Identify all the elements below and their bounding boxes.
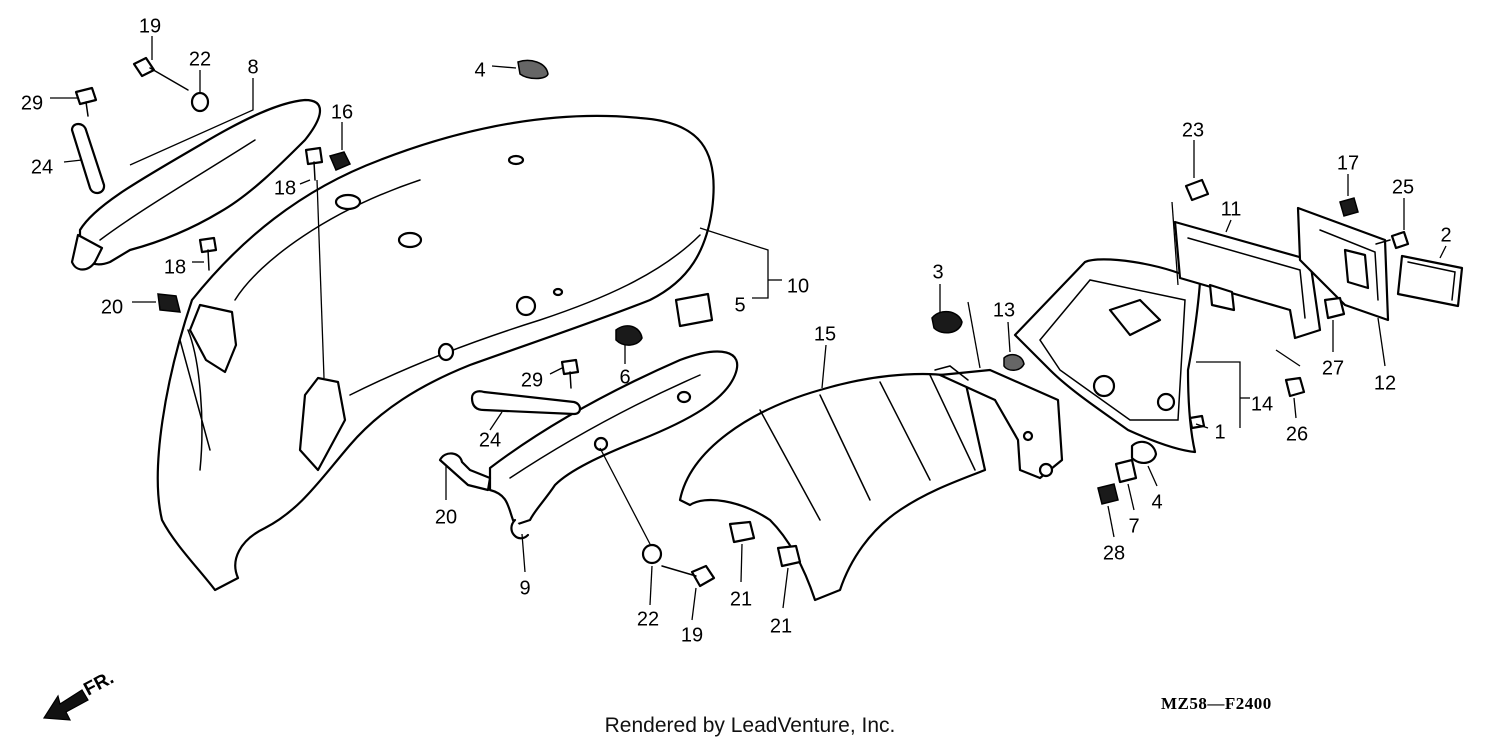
front-direction-arrow-icon: FR.	[42, 668, 117, 721]
callout-21: 21	[770, 615, 792, 637]
reflector-part-2	[1396, 254, 1464, 308]
callout-4: 4	[474, 59, 485, 81]
callout-13: 13	[993, 299, 1015, 321]
callout-5: 5	[734, 294, 745, 316]
callout-16: 16	[331, 101, 353, 123]
bracket-part-12	[1296, 206, 1390, 322]
rail-part-9	[438, 350, 739, 540]
strip-part-24-lower	[470, 390, 582, 416]
callout-19: 19	[681, 624, 703, 646]
callout-9: 9	[519, 577, 530, 599]
callout-24: 24	[479, 429, 501, 451]
callout-4: 4	[1151, 491, 1162, 513]
callout-22: 22	[189, 48, 211, 70]
callout-8: 8	[247, 56, 258, 78]
callout-24: 24	[31, 156, 53, 178]
callout-27: 27	[1322, 357, 1344, 379]
side-cover-part-8	[70, 98, 321, 271]
direction-label: FR.	[80, 668, 117, 701]
plate-part-5	[674, 292, 714, 328]
callout-17: 17	[1337, 152, 1359, 174]
callout-11: 11	[1221, 198, 1242, 220]
callout-22: 22	[637, 608, 659, 630]
fasteners	[74, 56, 1410, 588]
strip-part-24-upper	[70, 122, 106, 195]
callout-29: 29	[521, 369, 543, 391]
callout-28: 28	[1103, 542, 1125, 564]
leader-lines	[50, 36, 1447, 621]
callout-25: 25	[1392, 176, 1414, 198]
callout-20: 20	[435, 506, 457, 528]
rear-fender-part-10	[156, 114, 715, 592]
callout-21: 21	[730, 588, 752, 610]
inner-fender-part-15	[678, 365, 1064, 602]
callout-18: 18	[164, 256, 186, 278]
callout-18: 18	[274, 177, 296, 199]
footer-credit: Rendered by LeadVenture, Inc.	[604, 714, 896, 737]
callout-29: 29	[21, 92, 43, 114]
callout-6: 6	[619, 366, 630, 388]
callout-1: 1	[1214, 421, 1225, 443]
drawing-code: MZ58—F2400	[1161, 694, 1272, 713]
callout-23: 23	[1182, 119, 1204, 141]
callout-19: 19	[139, 15, 161, 37]
callout-26: 26	[1286, 423, 1308, 445]
callout-14: 14	[1251, 393, 1273, 415]
callout-7: 7	[1128, 515, 1139, 537]
callout-15: 15	[814, 323, 836, 345]
callout-12: 12	[1374, 372, 1396, 394]
callout-3: 3	[932, 261, 943, 283]
tail-housing-part-14	[1013, 258, 1202, 454]
callout-2: 2	[1440, 224, 1451, 246]
callout-20: 20	[101, 296, 123, 318]
callout-10: 10	[787, 275, 809, 297]
